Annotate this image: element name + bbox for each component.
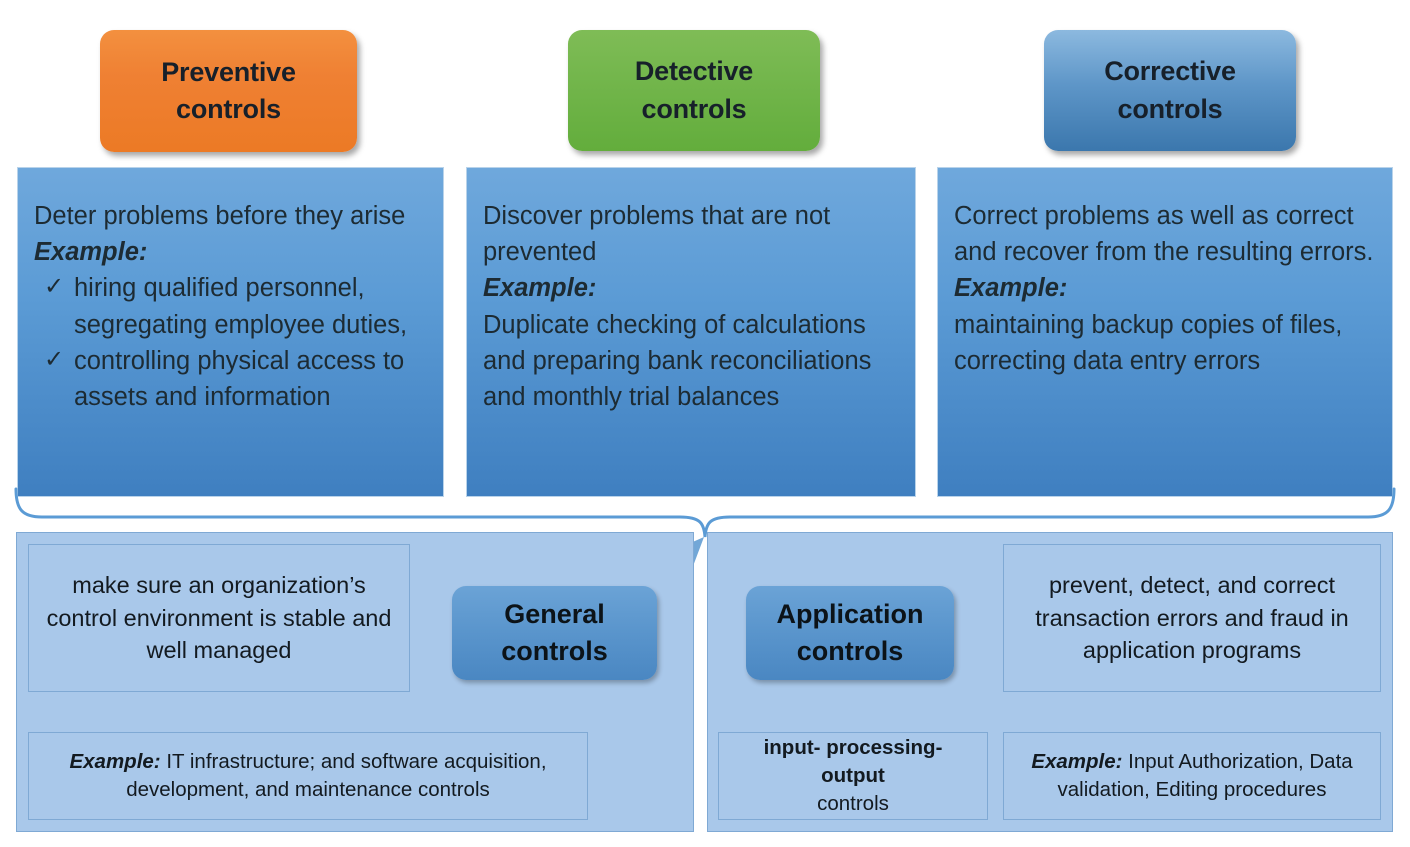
callout-general-controls[interactable]: General controls (452, 586, 657, 680)
category-pill-preventive[interactable]: Preventive controls (100, 30, 357, 152)
pill-line-2: controls (176, 94, 281, 124)
example-label: Example: (483, 274, 597, 303)
pill-line-1: Preventive (161, 56, 296, 87)
callout-line-2: controls (501, 636, 608, 666)
description-box-preventive: Deter problems before they arise Example… (17, 167, 444, 497)
general-example-text: Example: IT infrastructure; and software… (39, 748, 577, 805)
application-example-text: Example: Input Authorization, Data valid… (1014, 748, 1370, 805)
grouping-brace (0, 487, 1410, 547)
callout-application-label: Application controls (777, 596, 924, 671)
example-label: Example: (34, 238, 148, 267)
application-types-label2: controls (817, 792, 889, 816)
example-body: Input Authorization, Data validation, Ed… (1057, 749, 1353, 801)
description-box-corrective: Correct problems as well as correct and … (937, 167, 1393, 497)
category-pill-detective-label: Detective controls (635, 53, 753, 128)
application-types-label: input- processing- output (763, 735, 943, 787)
example-text: Duplicate checking of calculations and p… (483, 310, 872, 412)
description-lead: Discover problems that are not prevented (483, 202, 831, 267)
pill-line-2: controls (641, 93, 747, 124)
grouping-brace-icon (14, 487, 1396, 538)
application-definition-box: prevent, detect, and correct transaction… (1003, 544, 1381, 692)
list-item-text: controlling physical access to assets an… (74, 346, 405, 412)
callout-line-2: controls (796, 636, 904, 666)
general-definition-text: make sure an organization’s control envi… (46, 572, 392, 664)
list-item: ✓ controlling physical access to assets … (34, 343, 425, 415)
general-definition-box: make sure an organization’s control envi… (28, 544, 410, 692)
application-types-box: input- processing- output controls (718, 732, 988, 820)
callout-line-1: General (504, 598, 605, 629)
example-label: Example: (69, 749, 161, 773)
example-label: Example: (1031, 749, 1123, 773)
bullet-list: ✓ hiring qualified personnel, segregatin… (34, 270, 425, 415)
category-pill-preventive-label: Preventive controls (161, 54, 296, 129)
list-item: ✓ hiring qualified personnel, segregatin… (34, 270, 425, 342)
category-pill-corrective-label: Corrective controls (1104, 53, 1236, 128)
callout-general-label: General controls (501, 596, 608, 671)
category-pill-detective[interactable]: Detective controls (568, 30, 820, 151)
application-definition-text: prevent, detect, and correct transaction… (1035, 572, 1349, 664)
description-lead: Correct problems as well as correct and … (954, 202, 1374, 267)
check-icon: ✓ (43, 273, 65, 301)
category-pill-corrective[interactable]: Corrective controls (1044, 30, 1296, 151)
list-item-text: hiring qualified personnel, segregating … (74, 274, 408, 339)
description-box-detective: Discover problems that are not prevented… (466, 167, 916, 497)
callout-line-1: Application (776, 598, 924, 629)
pill-line-1: Corrective (1104, 56, 1236, 87)
example-text: maintaining backup copies of files, corr… (954, 310, 1343, 375)
application-types-text: input- processing- output controls (729, 734, 977, 819)
pill-line-2: controls (1117, 93, 1223, 124)
example-body: IT infrastructure; and software acquisit… (126, 749, 547, 801)
general-example-box: Example: IT infrastructure; and software… (28, 732, 588, 820)
example-label: Example: (954, 274, 1068, 303)
application-example-box: Example: Input Authorization, Data valid… (1003, 732, 1381, 820)
pill-line-1: Detective (634, 56, 754, 87)
description-lead: Deter problems before they arise (34, 202, 406, 230)
callout-application-controls[interactable]: Application controls (746, 586, 954, 680)
check-icon: ✓ (43, 345, 65, 373)
